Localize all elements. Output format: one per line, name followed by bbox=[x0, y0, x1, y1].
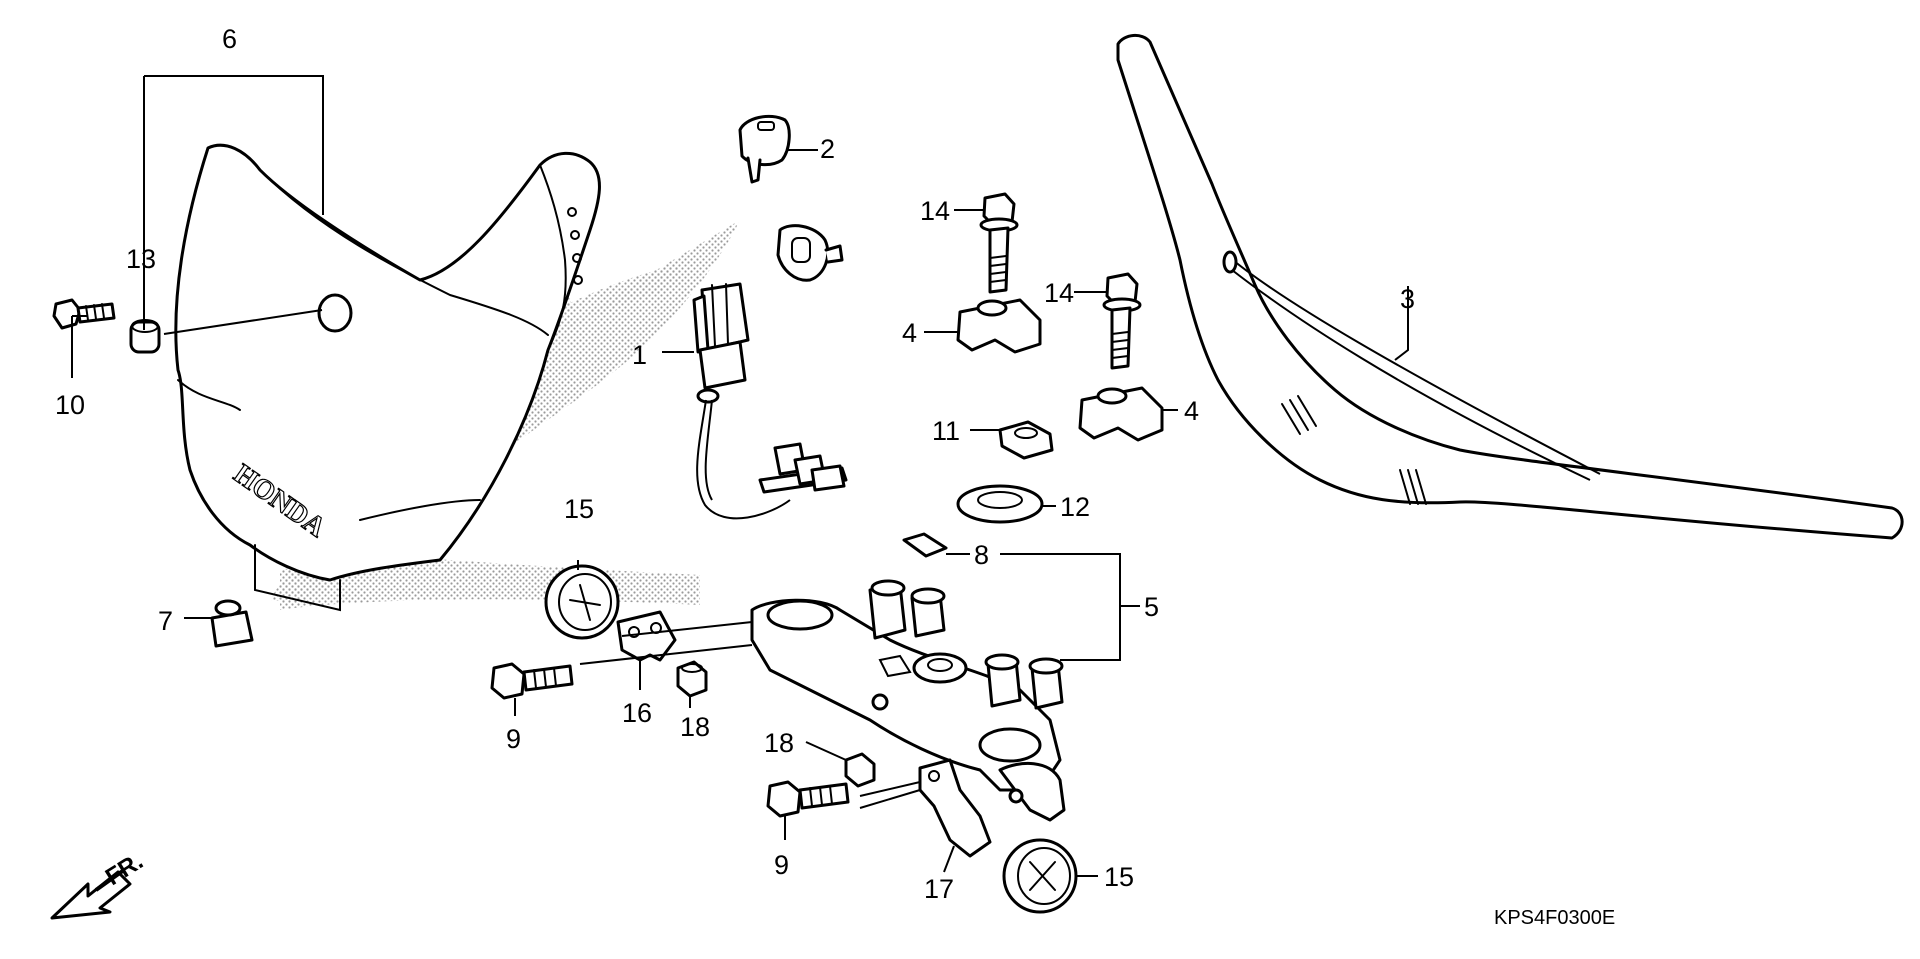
handlebar-3 bbox=[1116, 34, 1904, 540]
callouts: 6 2 13 10 1 14 14 4 4 3 11 12 8 5 15 7 9… bbox=[55, 24, 1415, 904]
callout-6: 6 bbox=[222, 24, 237, 54]
bracket-16 bbox=[616, 610, 677, 662]
bolt-14-lower bbox=[1102, 272, 1142, 370]
bolt-14-upper bbox=[979, 192, 1019, 294]
callout-15-lower: 15 bbox=[1104, 862, 1134, 892]
callout-14-upper: 14 bbox=[920, 196, 950, 226]
callout-14-lower: 14 bbox=[1044, 278, 1074, 308]
callout-17: 17 bbox=[924, 874, 954, 904]
callout-12: 12 bbox=[1060, 492, 1090, 522]
grommet-7 bbox=[210, 599, 254, 648]
callout-16: 16 bbox=[622, 698, 652, 728]
bracket-17 bbox=[918, 758, 992, 858]
callout-18-lower: 18 bbox=[764, 728, 794, 758]
bolt-10 bbox=[52, 298, 116, 330]
front-direction-indicator: FR. bbox=[50, 848, 148, 920]
callout-2: 2 bbox=[820, 134, 835, 164]
callout-4-left: 4 bbox=[902, 318, 917, 348]
top-bridge-5 bbox=[750, 579, 1066, 822]
cap-15-lower bbox=[1002, 838, 1078, 914]
cap-15-upper bbox=[544, 564, 620, 640]
callout-11: 11 bbox=[932, 416, 960, 446]
nut-18-upper bbox=[676, 660, 708, 698]
ignition-key-2 bbox=[738, 114, 791, 184]
rubber-8 bbox=[902, 532, 948, 558]
diagram-code: KPS4F0300E bbox=[1494, 907, 1615, 929]
handlebar-holder-4-right bbox=[1078, 386, 1164, 442]
front-arrow-icon bbox=[50, 870, 132, 920]
callout-3: 3 bbox=[1400, 284, 1415, 314]
handlebar-holder-4-left bbox=[956, 298, 1042, 354]
washer-12 bbox=[956, 484, 1044, 524]
bolt-9-lower bbox=[766, 780, 850, 818]
nut-11 bbox=[998, 420, 1054, 460]
headlight-cowl: HONDA bbox=[174, 143, 601, 612]
ignition-switch-1 bbox=[692, 224, 848, 520]
callout-1: 1 bbox=[632, 340, 647, 370]
callout-5: 5 bbox=[1144, 592, 1159, 622]
callout-8: 8 bbox=[974, 540, 989, 570]
callout-7: 7 bbox=[158, 606, 173, 636]
callout-13: 13 bbox=[126, 244, 156, 274]
callout-9-lower: 9 bbox=[774, 850, 789, 880]
grommet-13 bbox=[129, 319, 161, 354]
callout-18-upper: 18 bbox=[680, 712, 710, 742]
nut-18-lower bbox=[844, 752, 876, 788]
callout-10: 10 bbox=[55, 390, 85, 420]
callout-4-right: 4 bbox=[1184, 396, 1199, 426]
callout-9-upper: 9 bbox=[506, 724, 521, 754]
bolt-9-upper bbox=[490, 662, 574, 700]
leader-lines bbox=[71, 75, 1409, 877]
callout-15-upper: 15 bbox=[564, 494, 594, 524]
